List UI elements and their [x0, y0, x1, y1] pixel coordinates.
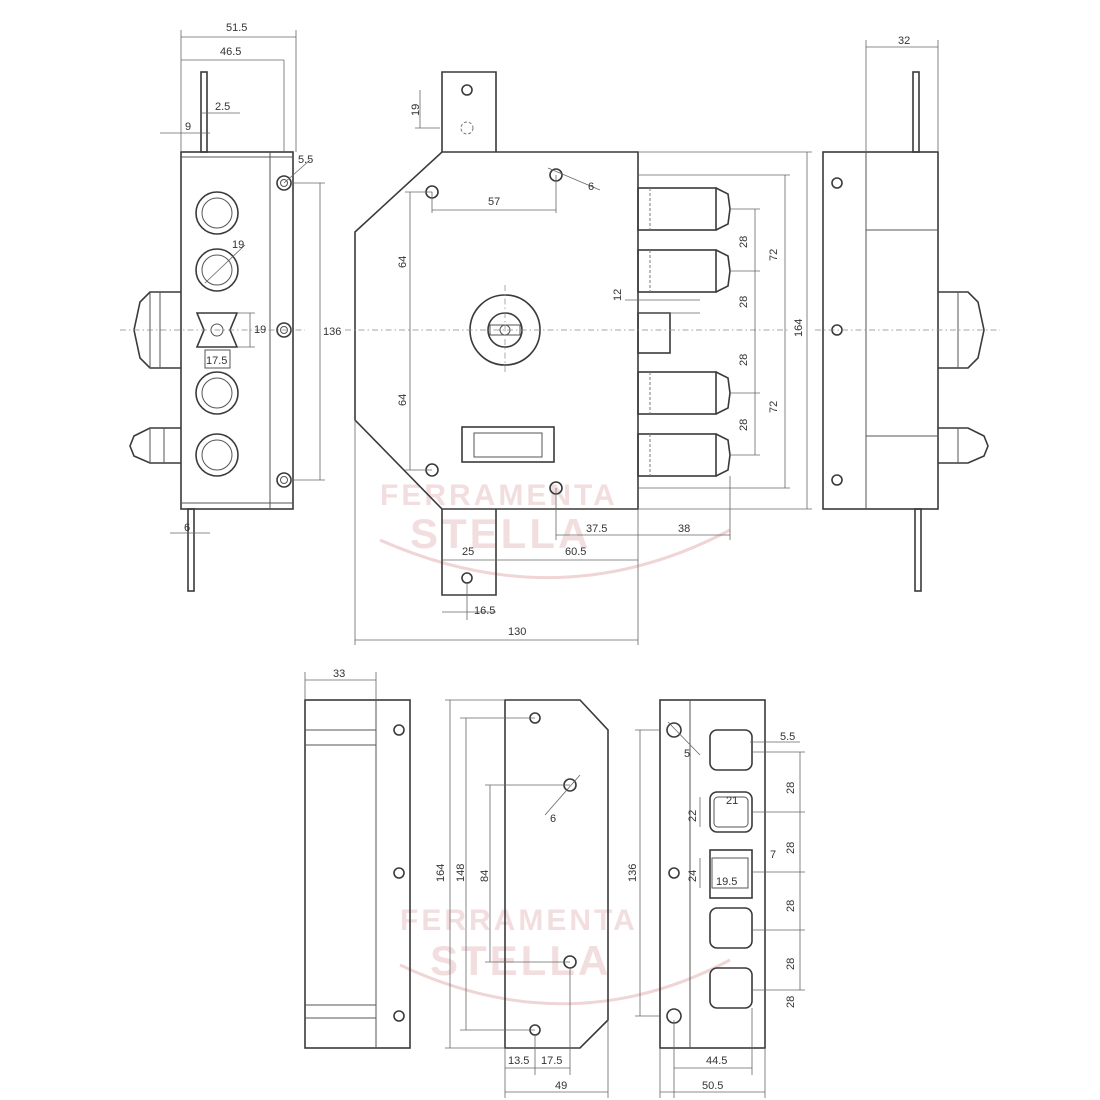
dim-72-lower: 72: [768, 401, 780, 413]
round-bolt-2: [195, 248, 239, 292]
dim-2-5: 2.5: [215, 101, 230, 113]
bolt-windows: [709, 729, 753, 1009]
round-bolt-1: [195, 191, 239, 235]
dim-28-a: 28: [738, 236, 750, 248]
dim-br-28-c: 28: [785, 900, 797, 912]
watermark-line2-top: STELLA: [410, 510, 591, 557]
bottom-left-body: [304, 699, 411, 1049]
bolt-window-4: [709, 967, 753, 1009]
dim-bottom-164: 164: [435, 864, 447, 882]
lower-latch: [129, 427, 181, 464]
dim-57: 57: [488, 196, 500, 208]
round-bolt-3: [195, 371, 239, 415]
watermark-line1-top: FERRAMENTA: [380, 479, 618, 512]
bottom-tab: [441, 509, 497, 596]
dim-148: 148: [455, 864, 467, 882]
bottom-view-left: 33: [304, 668, 411, 1049]
deadbolt-1: [637, 187, 717, 231]
right-side-latch: [938, 291, 985, 369]
faceplate-screw-bottom: [276, 472, 292, 488]
dim-130: 130: [508, 626, 526, 638]
front-view-main: 19 6 57 64 64 12 28 28 28 28 72 72 164: [345, 71, 812, 645]
watermark-swoosh-bottom: [399, 958, 731, 1006]
bottom-middle-body: [504, 699, 609, 1049]
dim-hole-5-5: 5.5: [298, 154, 313, 166]
dim-slot-19: 19: [254, 324, 266, 336]
dim-tab-19: 19: [410, 104, 422, 116]
dim-49: 49: [555, 1080, 567, 1092]
top-rod: [200, 71, 208, 153]
dim-br-28-d: 28: [785, 958, 797, 970]
dim-dia-19: 19: [232, 239, 244, 251]
right-lower-latch: [938, 427, 989, 464]
faceplate-body: [180, 151, 294, 510]
dim-44-5: 44.5: [706, 1055, 727, 1067]
dim-br-dia-5: 5: [684, 748, 690, 760]
bottom-right-faceplate: [659, 699, 766, 1049]
dim-50-5: 50.5: [702, 1080, 723, 1092]
bolt-window-1: [709, 729, 753, 771]
dim-28-d: 28: [738, 419, 750, 431]
watermark-swoosh-top: [379, 528, 731, 580]
dim-28-c: 28: [738, 354, 750, 366]
dim-33: 33: [333, 668, 345, 680]
dim-slot-17-5: 17.5: [206, 355, 227, 367]
watermark-line2-bottom: STELLA: [430, 937, 611, 984]
dim-72-upper: 72: [768, 249, 780, 261]
dim-br-28-e: 28: [785, 996, 797, 1008]
dim-13-5: 13.5: [508, 1055, 529, 1067]
dim-br-136: 136: [627, 864, 639, 882]
bottom-view-right: 136 5 5.5 28 28 28 28 28 21 22 7 24 19.5…: [627, 699, 805, 1098]
dim-9: 9: [185, 121, 191, 133]
latch-bolt: [637, 312, 671, 354]
dim-br-19-5: 19.5: [716, 876, 737, 888]
dim-28-b: 28: [738, 296, 750, 308]
dim-bottom-dia-6: 6: [550, 813, 556, 825]
right-bottom-rod: [914, 508, 922, 592]
dim-37-5: 37.5: [586, 523, 607, 535]
dim-38: 38: [678, 523, 690, 535]
bottom-rod: [187, 508, 195, 592]
dim-16-5: 16.5: [474, 605, 495, 617]
deadbolt-4: [637, 433, 717, 477]
dim-br-5-5: 5.5: [780, 731, 795, 743]
dim-64-lower: 64: [397, 394, 409, 406]
dim-32: 32: [898, 35, 910, 47]
bolt-window-3: [709, 907, 753, 949]
right-side-body: [822, 151, 939, 510]
dim-64-upper: 64: [397, 256, 409, 268]
dim-br-21: 21: [726, 795, 738, 807]
deadbolts: [637, 187, 731, 477]
dim-25: 25: [462, 546, 474, 558]
dim-164: 164: [793, 319, 805, 337]
side-view-right: 32: [815, 35, 1000, 592]
dim-136: 136: [323, 326, 341, 338]
dim-screw-6: 6: [588, 181, 594, 193]
dim-br-24: 24: [687, 870, 699, 882]
dim-84: 84: [479, 870, 491, 882]
dim-bottom-17-5: 17.5: [541, 1055, 562, 1067]
dim-51-5: 51.5: [226, 22, 247, 34]
bottom-view-middle: 164 148 84 6 13.5 17.5 49: [435, 699, 609, 1098]
deadbolt-2: [637, 249, 717, 293]
side-view-left: 51.5 46.5 2.5 9 5.5 19 19 17.5 136 6: [120, 22, 341, 592]
dim-12: 12: [612, 289, 624, 301]
dim-br-7: 7: [770, 849, 776, 861]
dim-6: 6: [184, 522, 190, 534]
dim-br-28-a: 28: [785, 782, 797, 794]
top-tab: [441, 71, 497, 152]
dim-60-5: 60.5: [565, 546, 586, 558]
watermark-line1-bottom: FERRAMENTA: [400, 904, 638, 937]
dim-br-22: 22: [687, 810, 699, 822]
latch-window: [709, 849, 753, 899]
deadbolt-3: [637, 371, 717, 415]
right-top-rod: [912, 71, 920, 153]
dim-br-28-b: 28: [785, 842, 797, 854]
round-bolt-4: [195, 433, 239, 477]
handle-slot: [461, 426, 555, 463]
watermark: FERRAMENTA STELLA FERRAMENTA STELLA: [379, 479, 731, 1006]
dim-46-5: 46.5: [220, 46, 241, 58]
